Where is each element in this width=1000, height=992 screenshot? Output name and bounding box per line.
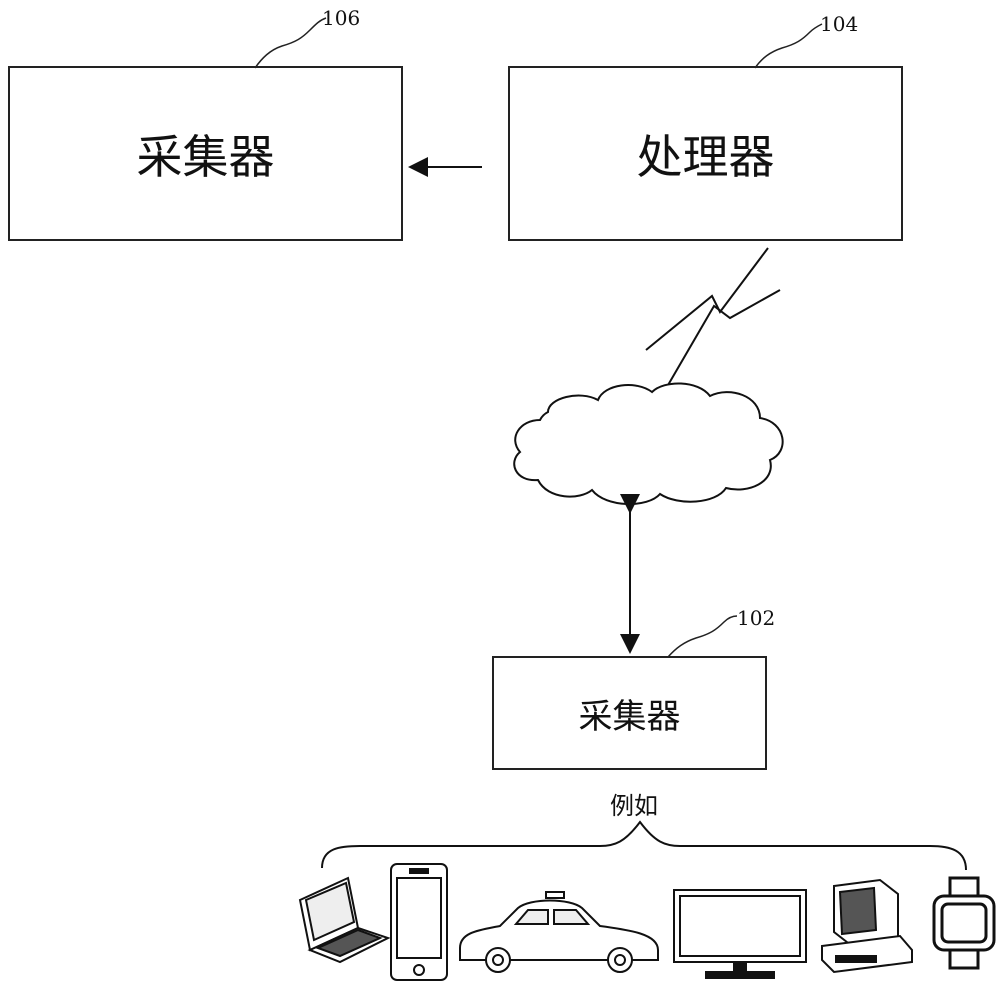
ref-number-102: 102: [737, 606, 776, 630]
processor-box: 处理器: [508, 66, 903, 241]
network-cloud-icon: [513, 382, 784, 505]
collector-label-bottom: 采集器: [578, 696, 681, 737]
collector-label-top: 采集器: [136, 129, 275, 184]
ref-number-106: 106: [322, 6, 361, 30]
taxi-car-icon: [459, 891, 659, 973]
smartphone-icon: [390, 863, 448, 981]
monitor-icon: [673, 889, 807, 979]
collector-box-bottom: 采集器: [492, 656, 767, 770]
leader-line-104: [754, 23, 823, 69]
ref-number-104: 104: [820, 12, 859, 36]
processor-label: 处理器: [636, 129, 775, 184]
example-label: 例如: [610, 792, 658, 820]
leader-line-102: [667, 615, 738, 658]
leader-line-106: [254, 17, 327, 69]
smartwatch-icon: [932, 876, 996, 970]
desktop-computer-icon: [821, 878, 913, 974]
laptop-icon: [298, 876, 391, 964]
example-brace: [321, 820, 967, 871]
wireless-link-icon: [645, 247, 769, 351]
collector-box-top: 采集器: [8, 66, 403, 241]
